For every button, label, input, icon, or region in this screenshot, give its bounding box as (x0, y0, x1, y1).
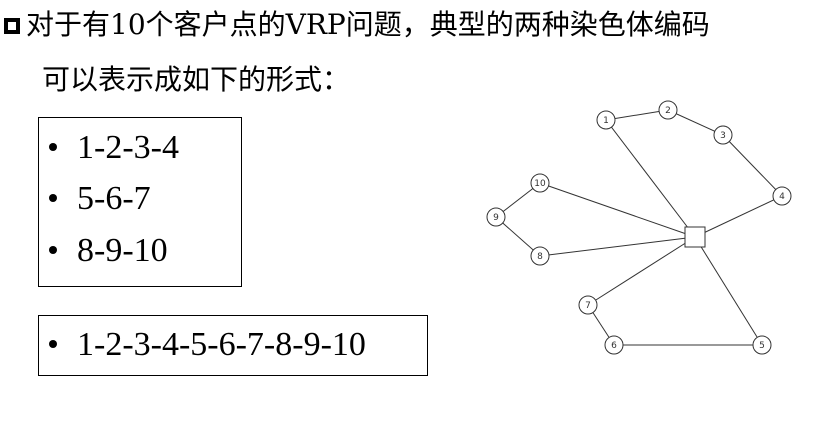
customer-node-5: 5 (752, 335, 772, 355)
node-circle (530, 173, 550, 193)
square-bullet-icon (4, 18, 20, 34)
node-label: 8 (537, 252, 543, 262)
graph-edge-7-depot (587, 236, 696, 306)
node-circle (713, 125, 733, 145)
graph-edges (495, 109, 783, 346)
customer-node-3: 3 (713, 125, 733, 145)
chromosome-item: 1-2-3-4-5-6-7-8-9-10 (45, 325, 366, 365)
node-label: 9 (493, 213, 499, 223)
node-label: 5 (759, 341, 765, 351)
route-encoding-box: 1-2-3-4 5-6-7 8-9-10 (38, 117, 242, 287)
node-circle (486, 207, 506, 227)
heading-line-1: 对于有10个客户点的VRP问题，典型的两种染色体编码 (4, 7, 710, 43)
customer-node-10: 10 (530, 173, 550, 193)
graph-edge-depot-8 (539, 236, 696, 257)
node-circle (530, 246, 550, 266)
route-text: 5-6-7 (77, 180, 151, 217)
depot-square (684, 226, 706, 248)
customer-node-6: 6 (604, 335, 624, 355)
chromosome-encoding-box: 1-2-3-4-5-6-7-8-9-10 (38, 315, 428, 376)
bullet-dot-icon (49, 340, 57, 349)
customer-node-4: 4 (772, 186, 792, 206)
route-item: 5-6-7 (45, 179, 151, 219)
node-circle (596, 110, 616, 130)
graph-edge-depot-1 (605, 119, 696, 238)
node-circle (578, 295, 598, 315)
customer-node-2: 2 (658, 100, 678, 120)
route-text: 1-2-3-4 (77, 129, 179, 166)
customer-node-1: 1 (596, 110, 616, 130)
bullet-dot-icon (49, 246, 57, 255)
route-item: 8-9-10 (45, 231, 168, 271)
node-circle (752, 335, 772, 355)
node-label: 4 (779, 192, 785, 202)
customer-node-9: 9 (486, 207, 506, 227)
graph-edge-10-depot (539, 182, 696, 238)
chromosome-text: 1-2-3-4-5-6-7-8-9-10 (77, 326, 366, 363)
graph-nodes: 1 2 3 4 5 6 7 8 9 10 (486, 100, 792, 355)
node-label: 7 (585, 301, 591, 311)
graph-edge-8-9 (495, 216, 541, 257)
node-label: 10 (534, 179, 546, 189)
graph-edge-3-4 (722, 134, 783, 197)
node-label: 2 (665, 106, 671, 116)
graph-edge-1-2 (605, 109, 669, 121)
bullet-dot-icon (49, 194, 57, 203)
graph-edge-4-depot (694, 195, 783, 238)
vrp-route-graph: 1 2 3 4 5 6 7 8 9 10 (486, 100, 792, 355)
heading-text-1: 对于有10个客户点的VRP问题，典型的两种染色体编码 (26, 8, 710, 41)
node-circle (772, 186, 792, 206)
graph-edge-depot-5 (694, 236, 763, 346)
customer-node-8: 8 (530, 246, 550, 266)
node-label: 1 (603, 116, 609, 126)
graph-edge-2-3 (667, 109, 724, 136)
node-circle (658, 100, 678, 120)
bullet-dot-icon (49, 143, 57, 152)
node-circle (604, 335, 624, 355)
node-label: 3 (720, 131, 726, 141)
route-text: 8-9-10 (77, 232, 168, 269)
node-label: 6 (611, 341, 617, 351)
route-item: 1-2-3-4 (45, 128, 179, 168)
customer-node-7: 7 (578, 295, 598, 315)
heading-line-2: 可以表示成如下的形式： (42, 63, 351, 96)
